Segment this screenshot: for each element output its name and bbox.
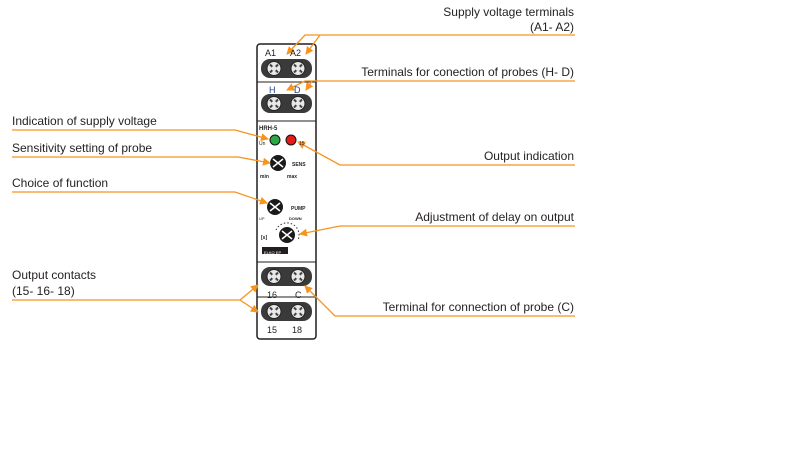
func-pump-label: PUMP	[291, 206, 306, 212]
callout-probe-terminals: Terminals for conection of probes (H- D)	[361, 65, 574, 79]
screw-icon	[290, 95, 306, 112]
label-18: 18	[292, 325, 303, 335]
label-h: H	[269, 85, 276, 95]
func-down-label: DOWN	[289, 216, 302, 221]
led-supply-label: Un	[259, 141, 266, 147]
delay-knob-icon	[275, 222, 300, 243]
callout-terminal-c: Terminal for connection of probe (C)	[382, 300, 574, 314]
terminal-block-a1-a2	[261, 59, 312, 78]
label-15: 15	[267, 325, 278, 335]
screw-icon	[290, 268, 306, 285]
label-a2: A2	[290, 48, 302, 58]
screw-icon	[266, 95, 282, 112]
callout-output-contacts: Output contacts	[12, 268, 97, 282]
supply-led-icon	[269, 134, 281, 146]
output-led-icon	[285, 134, 297, 146]
leader-lines	[12, 34, 575, 317]
screw-icon	[266, 60, 282, 77]
leader-output-15	[239, 299, 259, 313]
leader-delay	[299, 225, 575, 237]
led-output-label: 15	[299, 141, 305, 147]
sens-max-label: max	[287, 174, 298, 180]
brand-plate	[262, 247, 288, 254]
callout-delay: Adjustment of delay on output	[415, 210, 574, 224]
sens-min-label: min	[260, 174, 269, 180]
label-d: D	[294, 85, 301, 95]
function-knob-icon	[267, 199, 283, 215]
brand-label: ELKO EP	[264, 250, 282, 255]
screw-icon	[290, 303, 306, 320]
model-label: HRH-5	[259, 126, 278, 132]
leader-supply-a1	[286, 34, 575, 55]
leader-supply-led	[12, 129, 269, 142]
label-16: 16	[267, 290, 278, 300]
callout-supply-terminals: Supply voltage terminals	[443, 5, 574, 19]
screw-icon	[290, 60, 306, 77]
delay-unit-label: [s]	[261, 235, 268, 241]
label-c: C	[295, 290, 302, 300]
func-up-label: UP	[259, 216, 265, 221]
callout-sensitivity: Sensitivity setting of probe	[12, 141, 153, 155]
callout-output-indication: Output indication	[483, 149, 574, 163]
relay-device	[256, 43, 317, 340]
screw-icon	[266, 268, 282, 285]
device-outline	[256, 43, 317, 340]
sens-label: SENS	[292, 162, 306, 168]
label-a1: A1	[265, 48, 277, 58]
leader-output-led	[297, 141, 575, 166]
sensitivity-knob-icon	[270, 155, 286, 171]
leader-probe-h	[286, 80, 575, 91]
terminal-block-16-c	[261, 267, 312, 286]
leader-supply-a2	[305, 34, 321, 55]
callout-supply-indication: Indication of supply voltage	[12, 114, 157, 128]
leader-function	[12, 191, 268, 205]
callout-supply-terminals-sub: (A1- A2)	[529, 20, 574, 34]
screw-icon	[266, 303, 282, 320]
terminal-block-15-18	[261, 302, 312, 321]
callout-output-contacts-sub: (15- 16- 18)	[12, 284, 75, 298]
leader-sensitivity	[12, 156, 271, 166]
terminal-block-h-d	[261, 94, 312, 113]
leader-probe-d	[305, 80, 314, 91]
leader-terminal-c	[304, 285, 575, 317]
callout-function-choice: Choice of function	[12, 176, 109, 190]
